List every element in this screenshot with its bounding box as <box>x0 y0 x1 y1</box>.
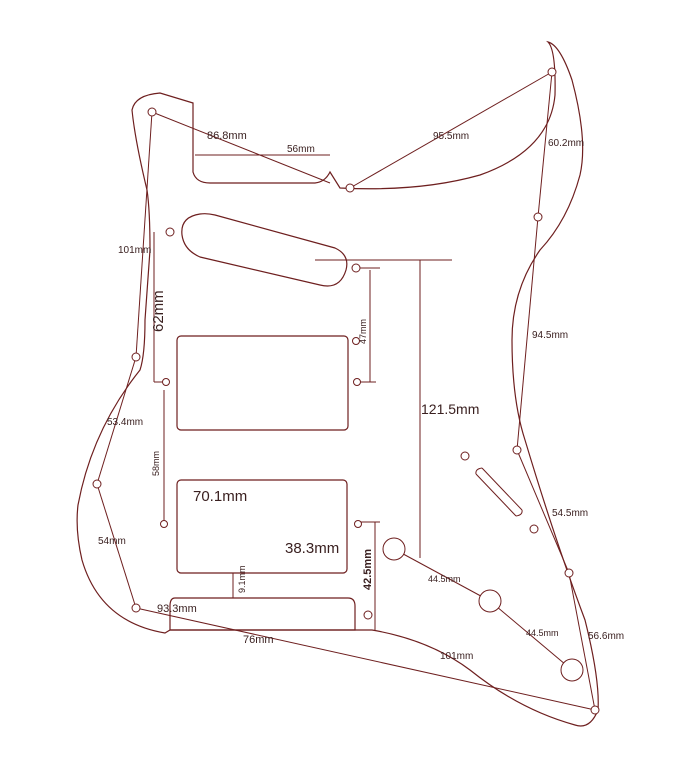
screw-hole <box>352 337 360 345</box>
screw-hole <box>512 445 522 455</box>
screw-hole <box>92 479 102 489</box>
screw-hole <box>131 603 141 613</box>
screw-hole <box>147 107 157 117</box>
screw-holes <box>92 67 600 715</box>
screw-hole <box>533 212 543 222</box>
control-pot-hole <box>382 537 406 561</box>
dim-label: 47mm <box>358 319 368 344</box>
dim-label: 86.8mm <box>207 130 247 142</box>
screw-hole <box>529 524 539 534</box>
control-pot-hole <box>478 589 502 613</box>
dim-label: 70.1mm <box>193 488 247 505</box>
dim-label: 44.5mm <box>428 574 461 584</box>
screw-hole <box>564 568 574 578</box>
dim-label: 121.5mm <box>421 401 479 417</box>
screw-hole <box>162 378 170 386</box>
dim-label: 94.5mm <box>532 330 568 341</box>
dimension-lines <box>96 71 596 711</box>
screw-hole <box>353 378 361 386</box>
switch-slot <box>475 467 523 517</box>
control-pot-hole <box>560 658 584 682</box>
screw-hole <box>460 451 470 461</box>
dim-label: 42.5mm <box>362 549 374 590</box>
middle-humbucker-route <box>176 335 349 431</box>
dim-label: 9.1mm <box>237 565 247 593</box>
screw-hole <box>345 183 355 193</box>
dim-label: 58mm <box>151 451 161 476</box>
screw-hole <box>354 520 362 528</box>
dim-label: 56.6mm <box>588 631 624 642</box>
lower-slot-route <box>169 597 356 631</box>
dim-label: 76mm <box>243 634 274 646</box>
dim-label: 54.5mm <box>552 508 588 519</box>
dim-label: 54mm <box>98 536 126 547</box>
dim-label: 101mm <box>118 245 151 256</box>
line-group <box>76 40 600 727</box>
dim-label: 56mm <box>287 144 315 155</box>
screw-hole <box>351 263 361 273</box>
dim-label: 95.5mm <box>433 131 469 142</box>
dim-label: 101mm <box>440 651 473 662</box>
screw-hole <box>165 227 175 237</box>
screw-hole <box>590 705 600 715</box>
dim-label: 53.4mm <box>107 417 143 428</box>
screw-hole <box>131 352 141 362</box>
dimension-labels: 86.8mm 56mm 95.5mm 60.2mm 101mm 62mm 47m… <box>98 130 624 662</box>
bridge-humbucker-route <box>176 479 348 574</box>
screw-hole <box>547 67 557 77</box>
pickguard-outline <box>76 40 599 727</box>
dim-label: 44.5mm <box>526 628 559 638</box>
screw-hole <box>363 610 373 620</box>
screw-hole <box>160 520 168 528</box>
dim-label: 93.3mm <box>157 603 197 615</box>
dim-label: 38.3mm <box>285 540 339 557</box>
dim-label: 60.2mm <box>548 138 584 149</box>
neck-pickup-route <box>181 213 348 287</box>
dim-label: 62mm <box>150 290 167 332</box>
